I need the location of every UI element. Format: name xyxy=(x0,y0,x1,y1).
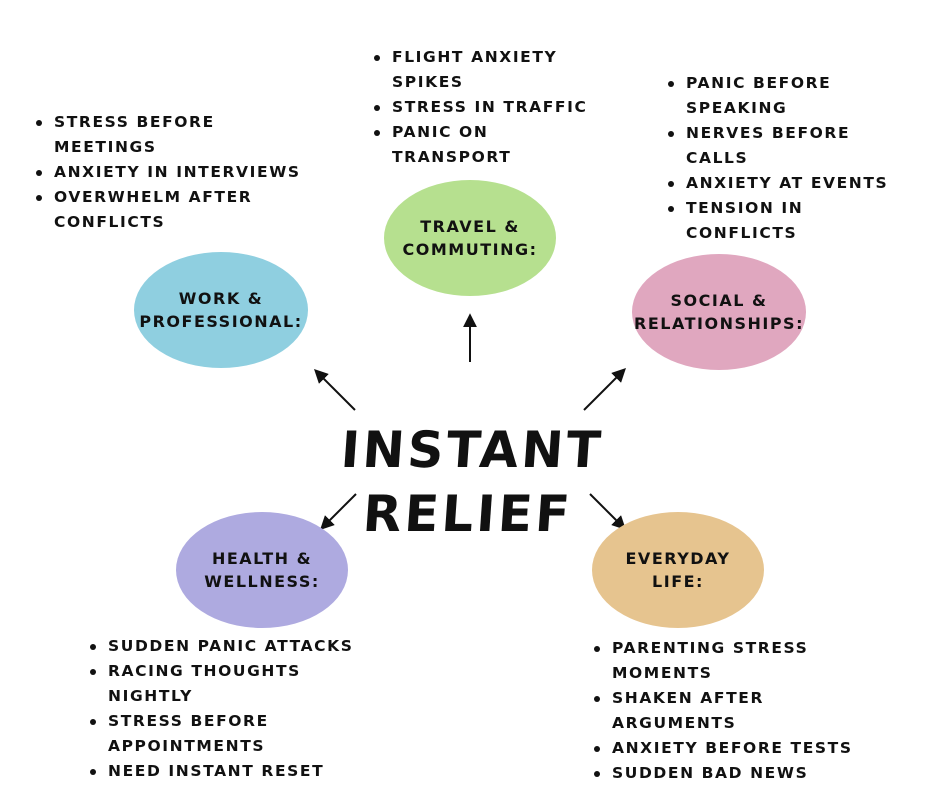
list-item: STRESS BEFORE APPOINTMENTS xyxy=(88,709,378,759)
category-node-work: WORK & PROFESSIONAL: xyxy=(134,252,308,368)
work-node-line-2: PROFESSIONAL: xyxy=(139,312,303,331)
center-title-line-1: INSTANT xyxy=(339,421,606,479)
social-node-line-2: RELATIONSHIPS: xyxy=(634,314,804,333)
list-item: NEED INSTANT RESET xyxy=(88,759,378,784)
travel-node-line-2: COMMUTING: xyxy=(402,240,538,259)
list-item: PANIC BEFORE SPEAKING xyxy=(666,71,902,121)
list-item: PANIC ON TRANSPORT xyxy=(372,120,612,170)
category-node-travel: TRAVEL & COMMUTING: xyxy=(384,180,556,296)
arrow-to-everyday xyxy=(589,493,626,530)
category-node-everyday: EVERYDAY LIFE: xyxy=(592,512,764,628)
travel-node-line-1: TRAVEL & xyxy=(420,217,520,236)
health-item-list: SUDDEN PANIC ATTACKS RACING THOUGHTS NIG… xyxy=(88,634,378,784)
health-node-line-1: HEALTH & xyxy=(211,549,313,568)
arrow-to-work xyxy=(314,369,356,411)
list-item: SUDDEN BAD NEWS xyxy=(592,761,882,786)
list-item: ANXIETY AT EVENTS xyxy=(666,171,902,196)
everyday-node-line-1: EVERYDAY xyxy=(625,549,731,568)
travel-item-list: FLIGHT ANXIETY SPIKES STRESS IN TRAFFIC … xyxy=(372,45,612,170)
list-item: STRESS BEFORE MEETINGS xyxy=(34,110,314,160)
social-node-line-1: SOCIAL & xyxy=(670,291,768,310)
category-node-social: SOCIAL & RELATIONSHIPS: xyxy=(632,254,806,370)
list-item: SUDDEN PANIC ATTACKS xyxy=(88,634,378,659)
center-title-line-2: RELIEF xyxy=(361,485,575,543)
health-node-line-2: WELLNESS: xyxy=(204,572,320,591)
arrow-to-social xyxy=(583,368,626,411)
work-node-line-1: WORK & xyxy=(178,289,264,308)
list-item: FLIGHT ANXIETY SPIKES xyxy=(372,45,612,95)
work-item-list: STRESS BEFORE MEETINGS ANXIETY IN INTERV… xyxy=(34,110,314,235)
social-item-list: PANIC BEFORE SPEAKING NERVES BEFORE CALL… xyxy=(666,71,902,246)
list-item: PARENTING STRESS MOMENTS xyxy=(592,636,882,686)
everyday-item-list: PARENTING STRESS MOMENTS SHAKEN AFTER AR… xyxy=(592,636,882,786)
arrow-to-health xyxy=(320,493,357,530)
center-title: INSTANT RELIEF xyxy=(326,418,615,546)
list-item: STRESS IN TRAFFIC xyxy=(372,95,612,120)
list-item: RACING THOUGHTS NIGHTLY xyxy=(88,659,378,709)
list-item: ANXIETY BEFORE TESTS xyxy=(592,736,882,761)
list-item: SHAKEN AFTER ARGUMENTS xyxy=(592,686,882,736)
list-item: TENSION IN CONFLICTS xyxy=(666,196,902,246)
list-item: NERVES BEFORE CALLS xyxy=(666,121,902,171)
list-item: OVERWHELM AFTER CONFLICTS xyxy=(34,185,314,235)
everyday-node-line-2: LIFE: xyxy=(652,572,704,591)
list-item: ANXIETY IN INTERVIEWS xyxy=(34,160,314,185)
category-node-health: HEALTH & WELLNESS: xyxy=(176,512,348,628)
